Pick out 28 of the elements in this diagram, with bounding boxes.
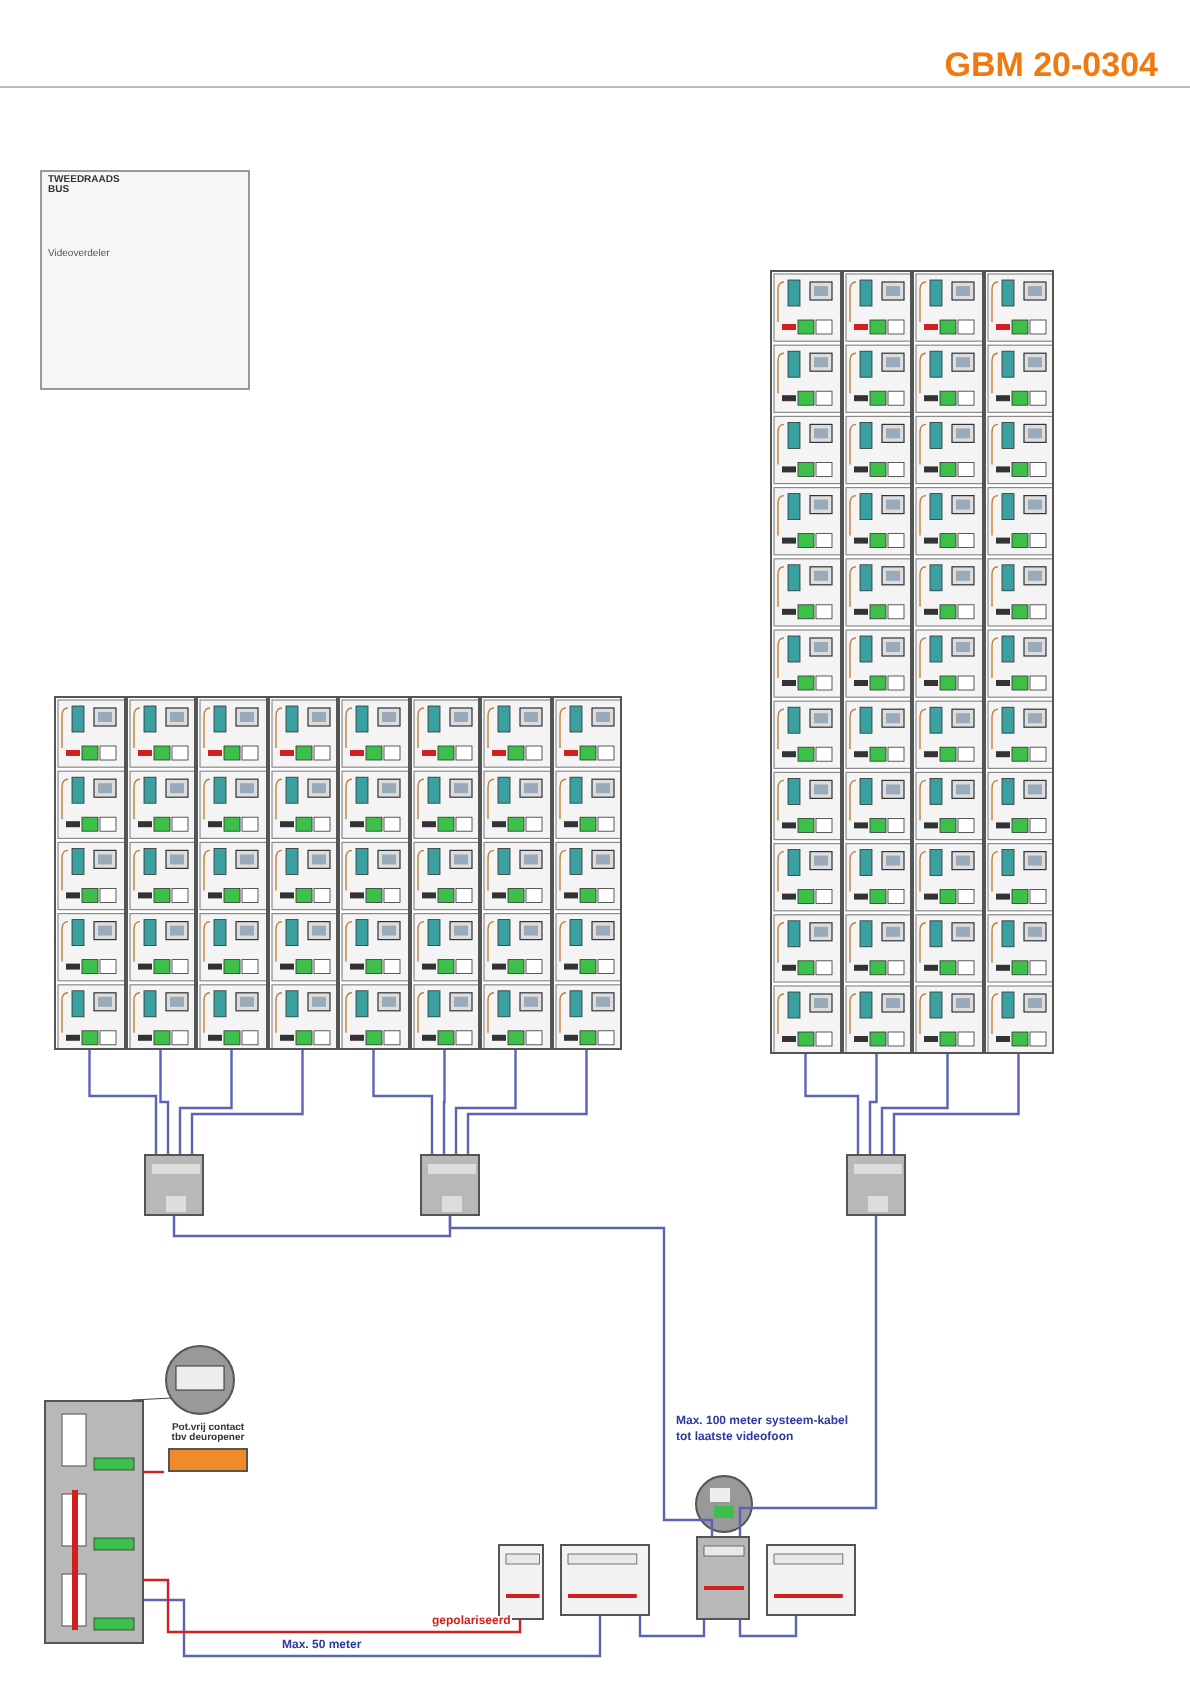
wire xyxy=(638,1616,706,1638)
wire xyxy=(454,1050,517,1154)
wire xyxy=(144,1578,522,1634)
title: GBM 20-0304 xyxy=(944,44,1158,88)
video-distributor xyxy=(846,1154,906,1216)
video-distributor xyxy=(420,1154,480,1216)
wire xyxy=(190,1050,304,1154)
wire xyxy=(159,1050,170,1154)
wire xyxy=(738,1216,878,1536)
wire xyxy=(804,1054,860,1154)
wire xyxy=(868,1054,878,1154)
wire xyxy=(144,1598,602,1658)
wire xyxy=(880,1054,949,1154)
wire xyxy=(372,1050,434,1154)
wire xyxy=(442,1050,446,1154)
door-station xyxy=(44,1400,144,1644)
wire xyxy=(88,1050,158,1154)
wire xyxy=(178,1050,233,1154)
wire xyxy=(172,1216,452,1238)
wire xyxy=(466,1050,588,1154)
wire xyxy=(738,1616,798,1638)
interface-module xyxy=(696,1536,750,1620)
power-supply xyxy=(766,1544,856,1616)
wire xyxy=(892,1054,1020,1154)
wire xyxy=(448,1216,714,1536)
wire xyxy=(144,1470,164,1474)
video-distributor xyxy=(144,1154,204,1216)
power-supply xyxy=(560,1544,650,1616)
